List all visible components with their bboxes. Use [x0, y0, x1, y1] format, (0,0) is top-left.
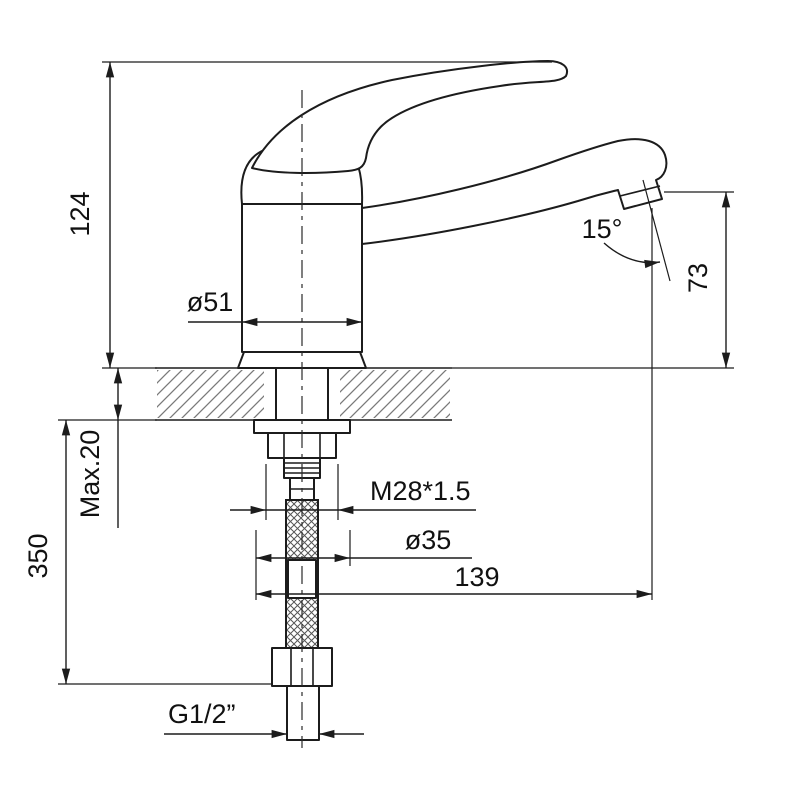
dimension-73: 73: [452, 191, 734, 369]
dimension-max20: Max.20: [58, 368, 157, 528]
dim-label-124: 124: [65, 191, 95, 236]
inlet-hex-nut-flats: [290, 648, 314, 686]
deck-hatch-left: [157, 370, 264, 418]
dim-label-73: 73: [683, 263, 713, 293]
dim-label-139: 139: [454, 562, 499, 592]
dim-label-max20: Max.20: [75, 430, 105, 519]
dim-label-dia51: ø51: [187, 287, 234, 317]
dimension-dia35: ø35: [255, 525, 472, 600]
dimension-g12: G1/2”: [164, 699, 364, 739]
aerator-seam-line: [619, 185, 661, 197]
countertop-section: [155, 367, 452, 421]
dim-label-g12: G1/2”: [168, 699, 236, 729]
dimension-350: 350: [23, 420, 272, 685]
dimension-15deg: 15°: [582, 179, 671, 282]
dim-label-350: 350: [23, 533, 53, 578]
dim-label-15deg: 15°: [582, 214, 623, 244]
angle-arc-arrow: [603, 242, 661, 269]
spout-shape: [361, 138, 668, 245]
angle-reference-line: [642, 179, 671, 282]
dimension-m28: M28*1.5: [230, 464, 476, 520]
inlet-pipe: [286, 685, 320, 741]
mounting-nut-flats: [283, 433, 321, 458]
dimension-139: 139: [255, 208, 653, 600]
dimension-124: 124: [65, 61, 552, 369]
deck-hatch-right: [340, 370, 450, 418]
lever-handle-shape: [251, 60, 568, 174]
dim-label-m28: M28*1.5: [370, 476, 471, 506]
dim-label-dia35: ø35: [405, 525, 452, 555]
dimension-dia51: ø51: [187, 287, 362, 327]
